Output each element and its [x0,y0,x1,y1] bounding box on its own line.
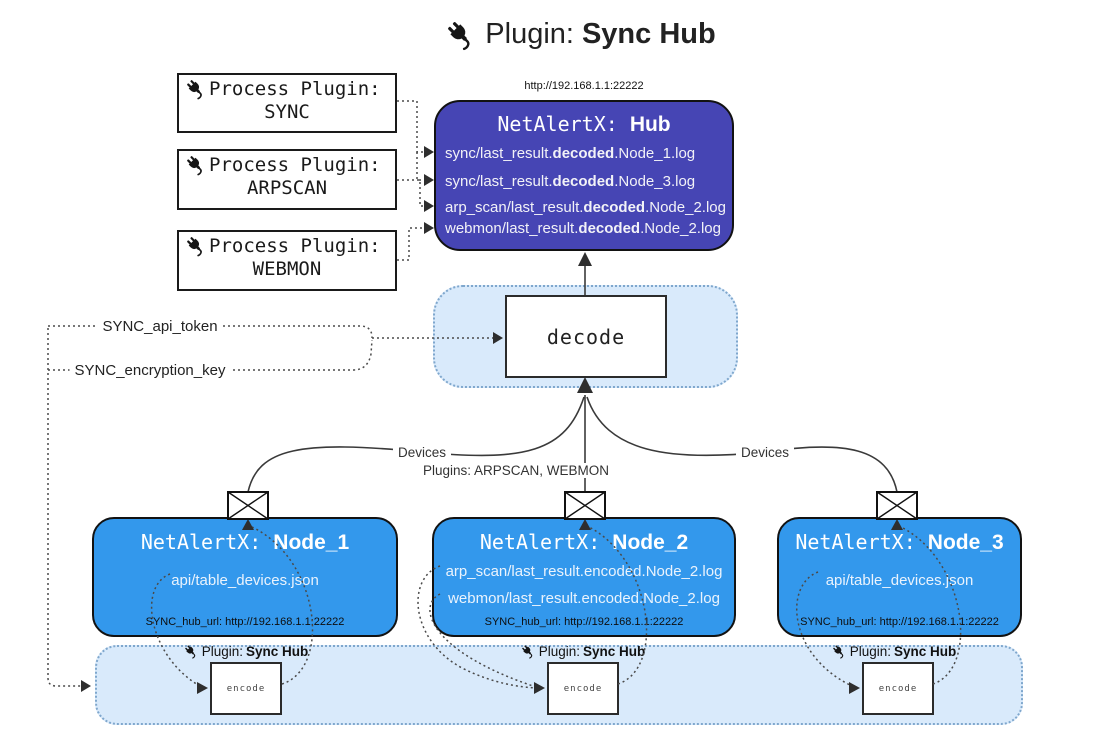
process-plugin-label: Process Plugin: [209,78,381,100]
node-hub-url: SYNC_hub_url: http://192.168.1.1:22222 [484,616,684,628]
decode-box: decode [505,295,667,378]
plug-icon [187,237,202,257]
plug-icon [522,645,533,659]
process-plugin-label: Process Plugin: [209,154,381,176]
plug-icon [448,21,470,50]
node-2-box: NetAlertX: Node_2 arp_scan/last_result.e… [432,517,736,637]
node-file: webmon/last_result.encoded.Node_2.log [448,590,720,607]
node-title-mono: NetAlertX: [795,530,928,554]
bar-plugin-label: Plugin: Sync Hub [521,644,645,659]
process-plugin-name: SYNC [264,101,310,123]
process-plugin-label: Process Plugin: [209,235,381,257]
node-title-mono: NetAlertX: [479,530,613,554]
process-plugin-arpscan-box: Process Plugin: ARPSCAN [177,149,397,210]
encode-box: encode [210,662,282,715]
encode-box: encode [547,662,619,715]
node-1-box: NetAlertX: Node_1 api/table_devices.json… [92,517,398,637]
node-title-bold: Node_2 [612,531,689,554]
node-hub-url: SYNC_hub_url: http://192.168.1.1:22222 [145,616,345,628]
plug-icon [187,156,202,176]
process-plugin-name: ARPSCAN [246,177,328,199]
process-plugin-name: WEBMON [252,258,322,280]
plug-icon [185,645,196,659]
hub-url-label: http://192.168.1.1:22222 [524,80,644,92]
node-title-mono: NetAlertX: [140,530,274,554]
encode-box: encode [862,662,934,715]
node-file: api/table_devices.json [171,572,319,589]
hub-log-line: arp_scan/last_result.decoded.Node_2.log [445,199,726,216]
node-title-bold: Node_3 [927,531,1004,554]
hub-title-mono: NetAlertX: [497,112,630,136]
node-title-bold: Node_1 [273,531,350,554]
node-3-box: NetAlertX: Node_3 api/table_devices.json… [777,517,1022,637]
process-plugin-webmon-box: Process Plugin: WEBMON [177,230,397,291]
title-prefix: Plugin: [485,18,574,50]
page-title: Plugin: Sync Hub [22,18,1117,51]
plug-icon [833,645,844,659]
hub-box: NetAlertX: Hub sync/last_result.decoded.… [434,100,734,251]
bar-plugin-label: Plugin: Sync Hub [184,644,308,659]
node-file: arp_scan/last_result.encoded.Node_2.log [445,563,723,580]
bar-plugin-label: Plugin: Sync Hub [832,644,956,659]
hub-log-line: sync/last_result.decoded.Node_3.log [445,173,696,190]
hub-title: NetAlertX: Hub [436,112,732,137]
title-bold: Sync Hub [581,18,716,50]
hub-log-line: webmon/last_result.decoded.Node_2.log [445,220,721,237]
plug-icon [187,80,202,100]
process-plugin-sync-box: Process Plugin: SYNC [177,73,397,133]
hub-title-bold: Hub [629,113,671,136]
node-hub-url: SYNC_hub_url: http://192.168.1.1:22222 [800,616,999,628]
hub-log-line: sync/last_result.decoded.Node_1.log [445,145,696,162]
node-file: api/table_devices.json [825,572,974,589]
